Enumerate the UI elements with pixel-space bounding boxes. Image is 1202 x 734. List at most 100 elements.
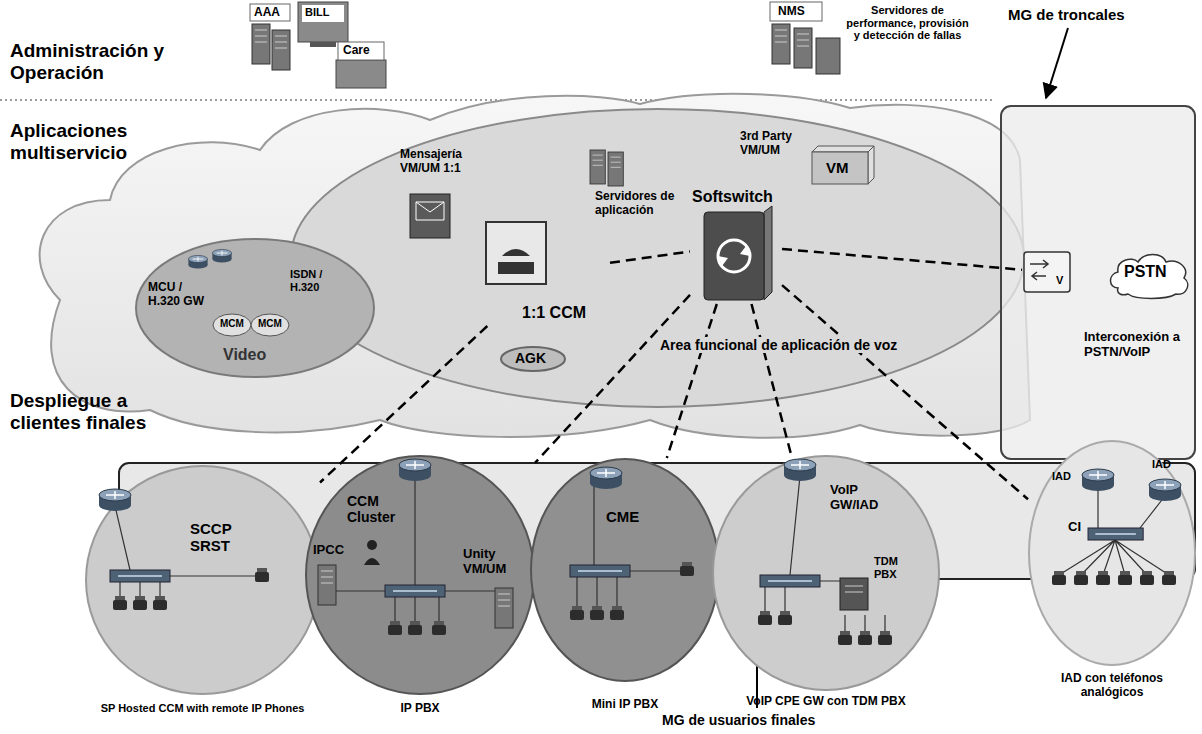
wire [336,476,495,625]
server-icon [302,5,344,22]
pbx-icon [845,586,863,592]
gateway-icon [1024,252,1070,292]
switch-icon [1088,528,1143,540]
node-label: Mini IP PBX [530,698,720,712]
annotation-label: Aplicaciones multiservicio [10,120,200,164]
node-label: ISDN / H.320 [290,268,352,293]
pstn-cloud-shape [1111,255,1188,299]
voicemail-box [812,152,868,184]
mcm-icon [213,314,289,336]
gateway-icon [1024,252,1070,292]
dashed-connector [610,252,690,263]
phone-icon [1162,571,1176,585]
server-icon [252,24,270,64]
server-icon [318,565,513,628]
node-label: SCCP SRST [190,520,254,555]
switch-icon [760,575,820,587]
gatekeeper-node-shape [501,347,565,371]
dashed-connector [535,295,690,463]
server-icon [250,4,290,21]
node-label: Servidores de aplicación [595,190,690,218]
switch-icon [110,570,170,582]
node-label: TDM PBX [874,555,906,580]
server-icon [298,2,348,42]
network-cloud [40,94,1030,438]
node-label: Care [343,44,370,58]
agent-icon [367,540,377,550]
server-icon [770,2,822,21]
node-label: V [1056,274,1063,287]
router-icon [99,489,131,511]
phone-icon [153,596,167,610]
agent-icon [364,558,380,565]
router-icon [1149,479,1181,501]
callout-arrow [1046,28,1068,98]
server-icon [608,152,623,186]
annotation-label: MG de usuarios finales [662,712,815,728]
router-icon [590,467,622,489]
router-icon [399,459,431,481]
messaging-icon [410,194,450,238]
node-label: CME [606,508,639,525]
deployment-circle: CME Mini IP PBX [530,458,720,715]
annotation-label: Servidores de performance, provisión y d… [845,4,970,42]
node-label: BILL [305,6,329,19]
dashed-connector [320,326,487,483]
deployment-circle-shape [531,459,719,681]
deployment-circle-shape [306,456,534,694]
node-label: PSTN [1124,263,1167,281]
phone-icon [570,606,584,620]
call-manager-icon [498,249,534,274]
pstn-cloud: PSTN [1106,248,1192,300]
agent-icon [364,540,380,565]
server-icon [590,150,623,186]
server-icon [794,28,812,68]
phone-icon [1052,571,1066,585]
phone-icon [113,562,1176,645]
end-user-band: Despliegue a clientes finalesSCCP SRSTSP… [118,462,1196,580]
dashed-connector [752,304,792,455]
phone-icon [778,611,792,625]
server-icon [336,60,386,88]
phone-icon [858,631,872,645]
phone-icon [680,562,694,576]
server-icon [816,38,840,74]
gatekeeper-node: AGK [500,346,566,372]
softswitch-icon [704,212,764,300]
server-icon [590,150,605,184]
deployment-circle: VoIP GW/IADTDM PBXVoIP CPE GW con TDM PB… [712,455,940,720]
node-label: MCM [220,318,244,330]
phone-icon [255,568,269,582]
messaging-icon [410,194,450,238]
switch-icon [570,565,630,577]
phone-icon [1118,571,1132,585]
node-label: SP Hosted CCM with remote IP Phones [85,702,320,715]
dashed-connector [782,285,1028,499]
server-icon [318,565,336,605]
annotation-label: Administración y Operación [10,40,200,84]
node-label: 3rd Party VM/UM [740,130,810,158]
phone-icon [1074,571,1088,585]
phone-icon [610,606,624,620]
node-label: Unity VM/UM [463,547,527,577]
phone-icon [1140,571,1154,585]
phone-icon [878,631,892,645]
voice-area-ellipse-shape [291,109,1024,407]
node-label: AGK [515,350,546,366]
router-icon [99,459,1181,511]
node-label: IPCC [313,543,344,558]
node-label: MCM [258,318,282,330]
server-icon [250,2,840,88]
phone-icon [133,596,147,610]
softswitch-icon [718,246,750,266]
node-label: Interconexión a PSTN/VoIP [1084,330,1192,360]
server-icon [272,30,290,70]
node-label: Softswitch [692,188,773,206]
node-label: NMS [778,5,805,19]
node-label: IP PBX [305,702,535,716]
node-label: IAD [1052,470,1071,483]
node-label: Area funcional de aplicación de voz [657,337,900,353]
phone-icon [388,621,402,635]
video-area-ellipse: VideoMCU / H.320 GWISDN / H.320MCMMCM [135,238,375,378]
pbx-icon [840,578,868,610]
